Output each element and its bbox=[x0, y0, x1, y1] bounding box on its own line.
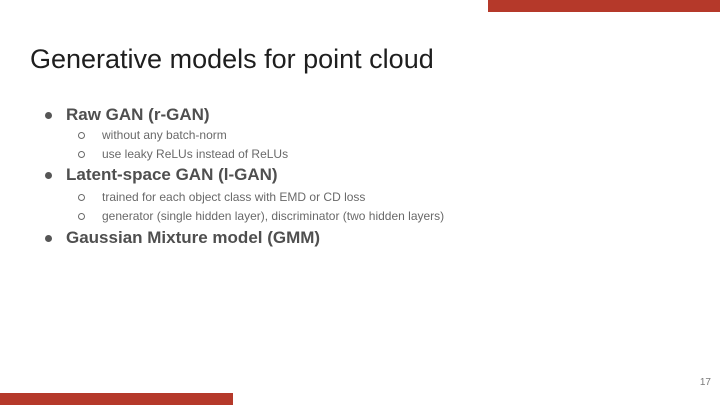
bullet-dot-icon bbox=[45, 171, 52, 179]
sub-bullet-label: trained for each object class with EMD o… bbox=[102, 190, 366, 204]
bullet-list: Raw GAN (r-GAN) without any batch-norm u… bbox=[0, 100, 720, 248]
slide-title: Generative models for point cloud bbox=[30, 44, 434, 74]
bullet-dot-icon bbox=[45, 234, 52, 242]
bullet-circle-icon bbox=[78, 193, 85, 201]
bullet-label: Gaussian Mixture model (GMM) bbox=[66, 228, 321, 247]
sub-bullet-label: without any batch-norm bbox=[102, 128, 227, 142]
sub-bullet-item: generator (single hidden layer), discrim… bbox=[0, 209, 720, 223]
accent-bar-top bbox=[488, 0, 720, 12]
sub-bullet-item: use leaky ReLUs instead of ReLUs bbox=[0, 147, 720, 161]
bullet-label: Raw GAN (r-GAN) bbox=[66, 105, 210, 124]
sub-bullet-label: use leaky ReLUs instead of ReLUs bbox=[102, 147, 289, 161]
sub-bullet-item: trained for each object class with EMD o… bbox=[0, 190, 720, 204]
accent-bar-bottom bbox=[0, 393, 233, 405]
bullet-circle-icon bbox=[78, 131, 85, 139]
bullet-label: Latent-space GAN (l-GAN) bbox=[66, 165, 278, 184]
bullet-item: Raw GAN (r-GAN) bbox=[0, 105, 720, 125]
bullet-circle-icon bbox=[78, 150, 85, 158]
bullet-circle-icon bbox=[78, 212, 85, 220]
bullet-dot-icon bbox=[45, 111, 52, 119]
sub-bullet-item: without any batch-norm bbox=[0, 128, 720, 142]
bullet-item: Latent-space GAN (l-GAN) bbox=[0, 165, 720, 185]
page-number: 17 bbox=[699, 377, 711, 388]
bullet-item: Gaussian Mixture model (GMM) bbox=[0, 228, 720, 248]
sub-bullet-label: generator (single hidden layer), discrim… bbox=[102, 209, 445, 223]
